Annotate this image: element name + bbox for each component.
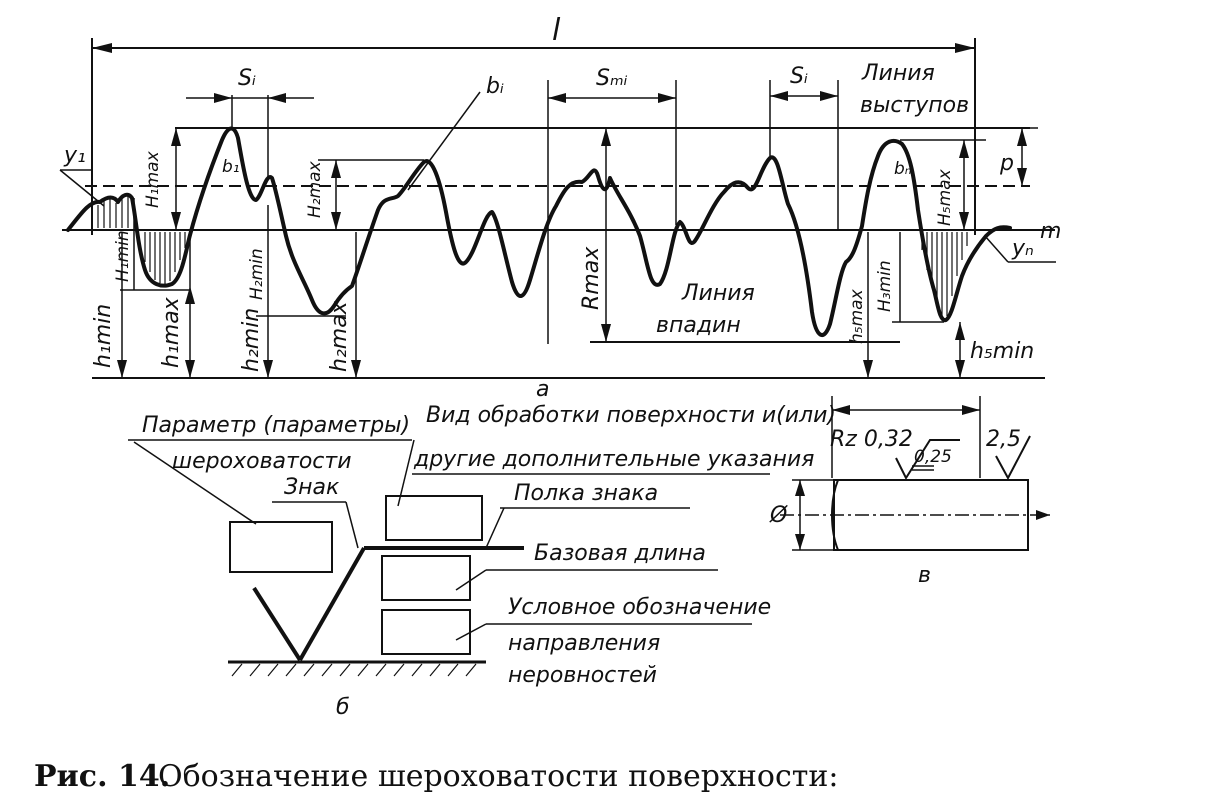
label-bi: bᵢ [486, 74, 504, 99]
roughness-profile [66, 126, 1012, 337]
label-h1min: h₁min [91, 304, 116, 368]
sublabel-v: в [918, 563, 931, 588]
label-b1: b₁ [222, 157, 240, 177]
label-vid-2: другие дополнительные указания [413, 447, 814, 472]
label-p: p [999, 151, 1014, 176]
label-usl-1: Условное обозначение [508, 595, 771, 620]
label-znak: Знак [284, 475, 340, 500]
label-025: 0,25 [914, 447, 952, 467]
label-yn: yₙ [1011, 236, 1034, 261]
sublabel-a: а [536, 377, 549, 402]
caption: Рис. 14. Обозначение шероховатости повер… [34, 759, 838, 794]
label-valley-line-2: впадин [656, 313, 741, 338]
surface-hatch [231, 663, 477, 677]
label-bn: bₙ [894, 159, 912, 179]
label-25: 2,5 [986, 427, 1021, 452]
label-h5min: h₅min [970, 339, 1034, 364]
box-base-length [381, 555, 471, 601]
label-H1max: H₁max [143, 150, 163, 208]
label-H3min: H₃min [875, 260, 895, 312]
box-treatment [385, 495, 483, 541]
figure-v-part: Rz 0,32 0,25 2,5 Ø в [769, 396, 1050, 588]
label-valley-line-1: Линия [681, 281, 755, 306]
box-parameter [229, 521, 333, 573]
label-smi: Sₘᵢ [596, 66, 628, 91]
label-vid-1: Вид обработки поверхности и(или) [426, 403, 836, 428]
label-parametr: Параметр (параметры) [142, 413, 410, 438]
label-h2min: h₂min [239, 308, 264, 372]
label-H2min: H₂min [247, 248, 267, 300]
box-direction [381, 609, 471, 655]
label-rz: Rz 0,32 [830, 427, 913, 452]
label-h5max: h₅max [847, 288, 867, 344]
label-l: l [552, 13, 561, 48]
caption-prefix: Рис. 14. [34, 759, 170, 794]
label-H5max: H₅max [935, 168, 955, 226]
label-diameter: Ø [769, 503, 788, 528]
caption-text: Обозначение шероховатости поверхности: [158, 759, 838, 794]
label-si-right: Sᵢ [790, 64, 808, 89]
label-H1min: H₁min [113, 230, 133, 282]
label-h1max: h₁max [159, 296, 184, 368]
label-h2max: h₂max [327, 300, 352, 372]
label-peak-line-2: выступов [860, 93, 969, 118]
label-usl-3: неровностей [508, 663, 657, 688]
label-usl-2: направления [508, 631, 660, 656]
label-y1: y₁ [63, 143, 86, 168]
hatch-left-valley [97, 196, 186, 284]
label-m: m [1040, 219, 1061, 244]
label-polka: Полка знака [514, 481, 658, 506]
label-H2max: H₂max [305, 160, 325, 218]
label-si-left: Sᵢ [238, 66, 256, 91]
label-sherokh: шероховатости [172, 449, 352, 474]
sublabel-b: б [336, 695, 350, 720]
label-peak-line-1: Линия [861, 61, 935, 86]
figure-a-profile: l [59, 13, 1061, 402]
figure-b-sign: Параметр (параметры) шероховатости Вид о… [128, 403, 836, 720]
label-baz: Базовая длина [534, 541, 706, 566]
label-Rmax: Rmax [579, 246, 604, 310]
